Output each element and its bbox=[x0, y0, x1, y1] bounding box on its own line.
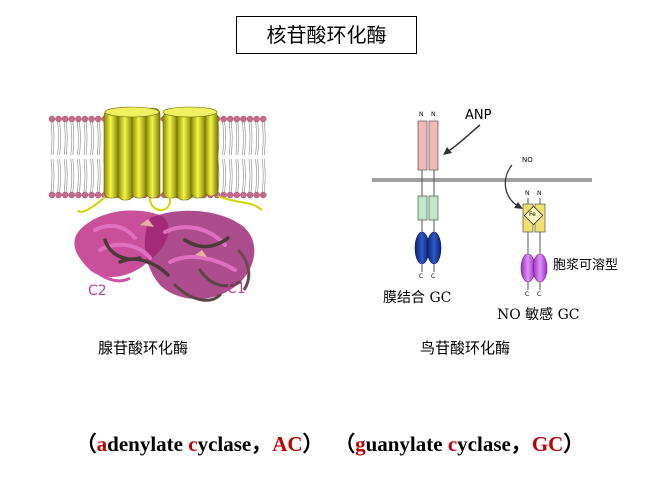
spacer bbox=[324, 432, 335, 456]
terminus-c-left-2: C bbox=[431, 273, 436, 280]
close-paren-2: ） bbox=[563, 432, 585, 456]
catalytic-domains bbox=[74, 210, 255, 302]
terminus-n-right-2: N bbox=[537, 190, 542, 197]
no-sensitive-gc-label: NO 敏感 GC bbox=[497, 307, 580, 323]
heme-group bbox=[523, 205, 544, 226]
terminus-n-left-1: N bbox=[419, 111, 424, 118]
adenylate-cyclase-illustration bbox=[48, 106, 267, 302]
gc-letter-g: g bbox=[355, 432, 366, 456]
domain-label-c1: C1 bbox=[227, 281, 246, 297]
terminus-c-right-2: C bbox=[537, 291, 542, 298]
gc-abbreviation: GC bbox=[531, 432, 564, 456]
transmembrane-helices bbox=[77, 106, 263, 213]
open-paren-2: （ bbox=[334, 432, 356, 456]
page-title: 核苷酸环化酶 bbox=[236, 16, 417, 54]
soluble-gc-label: 胞浆可溶型 bbox=[553, 258, 619, 273]
enzyme-names-line: （adenylate cyclase，AC） （guanylate cyclas… bbox=[0, 428, 660, 458]
anp-arrow bbox=[446, 124, 481, 153]
terminus-c-right-1: C bbox=[525, 291, 530, 298]
guanylate-cyclase-illustration bbox=[372, 120, 592, 290]
terminus-c-left-1: C bbox=[419, 273, 424, 280]
ac-text-2: yclase， bbox=[197, 432, 273, 456]
no-arrow bbox=[504, 164, 521, 208]
ac-text-1: denylate bbox=[107, 432, 189, 456]
fe-label: Fe bbox=[529, 211, 536, 218]
close-paren-1: ） bbox=[302, 432, 324, 456]
ac-letter-a: a bbox=[96, 432, 108, 456]
gc-text-1: uanylate bbox=[365, 432, 448, 456]
domain-label-c2: C2 bbox=[88, 283, 107, 299]
terminus-n-left-2: N bbox=[431, 111, 436, 118]
soluble-gc bbox=[520, 198, 548, 290]
no-label: NO bbox=[522, 156, 533, 164]
guanylate-cyclase-caption: 鸟苷酸环化酶 bbox=[420, 339, 511, 357]
gc-text-2: yclase， bbox=[457, 432, 532, 456]
adenylate-cyclase-caption: 腺苷酸环化酶 bbox=[98, 339, 189, 357]
anp-label: ANP bbox=[465, 108, 492, 123]
terminus-n-right-1: N bbox=[525, 190, 530, 197]
gc-letter-c: c bbox=[447, 432, 458, 456]
ac-abbreviation: AC bbox=[272, 432, 303, 456]
ac-letter-c: c bbox=[188, 432, 198, 456]
membrane-gc-receptor bbox=[414, 120, 442, 272]
open-paren-1: （ bbox=[75, 432, 97, 456]
membrane-gc-label: 膜结合 GC bbox=[383, 290, 452, 306]
